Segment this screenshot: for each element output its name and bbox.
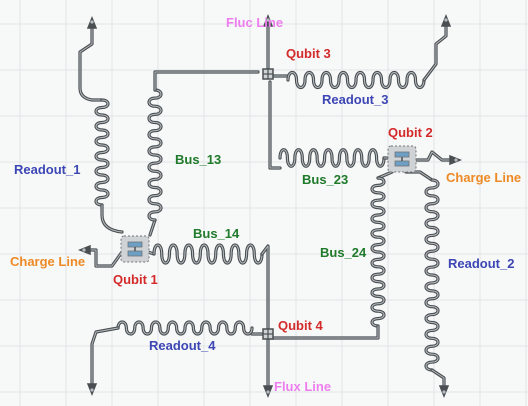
fluc-line-pad-icon-dot	[266, 18, 270, 22]
bus-24-tail-core	[269, 325, 379, 339]
readout-3-tail-core	[423, 21, 447, 81]
readout-2-label: Readout_2	[448, 256, 514, 271]
readout-4-pad-icon	[86, 383, 98, 397]
readout-1-feed-core	[79, 23, 103, 101]
charge-line-right-label: Charge Line	[446, 170, 521, 185]
readout-1-pad-icon-dot	[90, 20, 94, 24]
fluc-line-label: Fluc Line	[226, 15, 283, 30]
bus-14-label: Bus_14	[193, 226, 240, 241]
charge-line-right-wire-core	[413, 151, 453, 161]
labels: Fluc Line Flux Line Qubit 3 Qubit 2 Qubi…	[10, 15, 521, 394]
qubit-1-icon-bottom-plate	[127, 250, 143, 257]
charge-line-left-wire-core	[85, 249, 123, 267]
bus-23-left-core	[269, 81, 281, 169]
readout-1-label: Readout_1	[14, 162, 80, 177]
readout-3-pad-icon-dot	[444, 18, 448, 22]
launch-pads	[77, 13, 463, 399]
bus-14-tail-core	[261, 245, 269, 333]
readout-2-pad-icon-dot	[442, 390, 446, 394]
readout-1-meander-core	[95, 99, 109, 206]
resonator-wires	[78, 20, 454, 392]
readout-4-tail	[90, 326, 120, 390]
bus-14-meander-core	[153, 244, 263, 264]
qubit-4-label: Qubit 4	[278, 318, 324, 333]
readout-4-meander-core	[117, 321, 253, 335]
charge-line-right-pad-icon-dot	[454, 158, 458, 162]
charge-line-left-pad-icon-dot	[82, 248, 86, 252]
readout-4-pad-icon-dot	[90, 388, 94, 392]
readout-2-feed	[404, 170, 434, 182]
charge-line-left-wire	[84, 248, 124, 268]
bus-23-meander-core	[279, 149, 385, 167]
fluc-line-pad-icon	[262, 13, 274, 27]
readout-1-feed	[78, 22, 104, 102]
qubit-2-label: Qubit 2	[388, 125, 433, 140]
charge-line-right-pad-icon	[449, 154, 463, 166]
bus-24-label: Bus_24	[320, 245, 367, 260]
readout-3-label: Readout_3	[322, 92, 388, 107]
readout-1-pad-icon	[86, 15, 98, 29]
bus-13-label: Bus_13	[175, 152, 221, 167]
readout-4-tail-core	[91, 327, 119, 389]
readout-2-pad-icon	[438, 385, 450, 399]
charge-line-left-label: Charge Line	[10, 254, 85, 269]
qubit-2-icon	[387, 145, 417, 173]
flux-line-pad-icon	[262, 385, 274, 399]
readout-4-label: Readout_4	[149, 338, 216, 353]
bus-13-top	[153, 70, 260, 92]
readout-1-tail-core	[101, 204, 123, 233]
bus-23-left	[268, 80, 282, 170]
readout-3-tail	[422, 20, 448, 82]
qubit-2-icon-bottom-plate	[394, 160, 410, 167]
bus-13-top-core	[154, 71, 259, 91]
qubit-1-label: Qubit 1	[113, 272, 158, 287]
flux-line-pad-icon-dot	[266, 390, 270, 394]
readout-2-meander-core	[425, 179, 439, 371]
qubits	[120, 68, 417, 340]
bus-24-meander-core	[371, 177, 385, 327]
qubit-1-icon-top-plate	[127, 241, 143, 248]
qubit-3-icon	[262, 68, 274, 80]
qubit-1-icon	[120, 235, 150, 263]
qubit-2-icon-top-plate	[394, 151, 410, 158]
bus-13-tail-core	[149, 219, 156, 236]
bus-23-label: Bus_23	[302, 172, 348, 187]
flux-line-label: Flux Line	[274, 379, 331, 394]
readout-3-meander-core	[287, 72, 425, 88]
qubit-3-label: Qubit 3	[286, 46, 331, 61]
charge-line-left-pad-icon	[77, 244, 91, 256]
bus-13-meander-core	[148, 89, 162, 221]
readout-3-pad-icon	[440, 13, 452, 27]
qubit-4-icon	[262, 328, 274, 340]
